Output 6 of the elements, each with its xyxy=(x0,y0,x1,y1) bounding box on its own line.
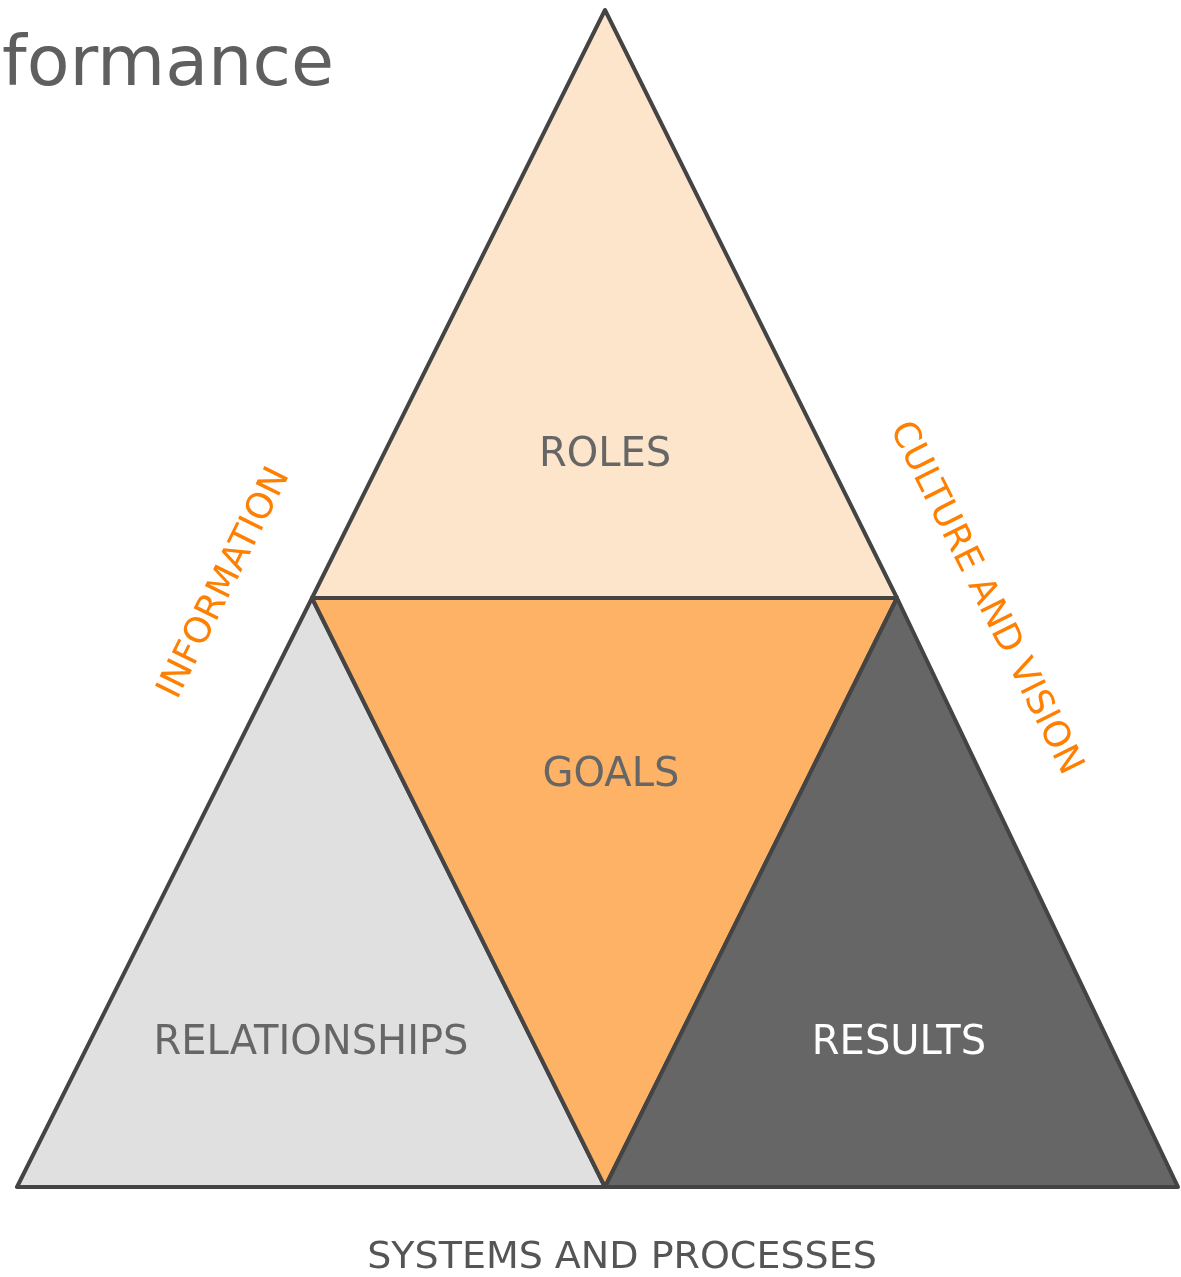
base-label: SYSTEMS AND PROCESSES xyxy=(367,1233,877,1277)
section-label: GOALS xyxy=(542,749,680,795)
section-label: RESULTS xyxy=(811,1017,987,1063)
section-label: ROLES xyxy=(538,429,672,475)
title: formance xyxy=(2,20,335,102)
section-label: RELATIONSHIPS xyxy=(153,1017,469,1063)
